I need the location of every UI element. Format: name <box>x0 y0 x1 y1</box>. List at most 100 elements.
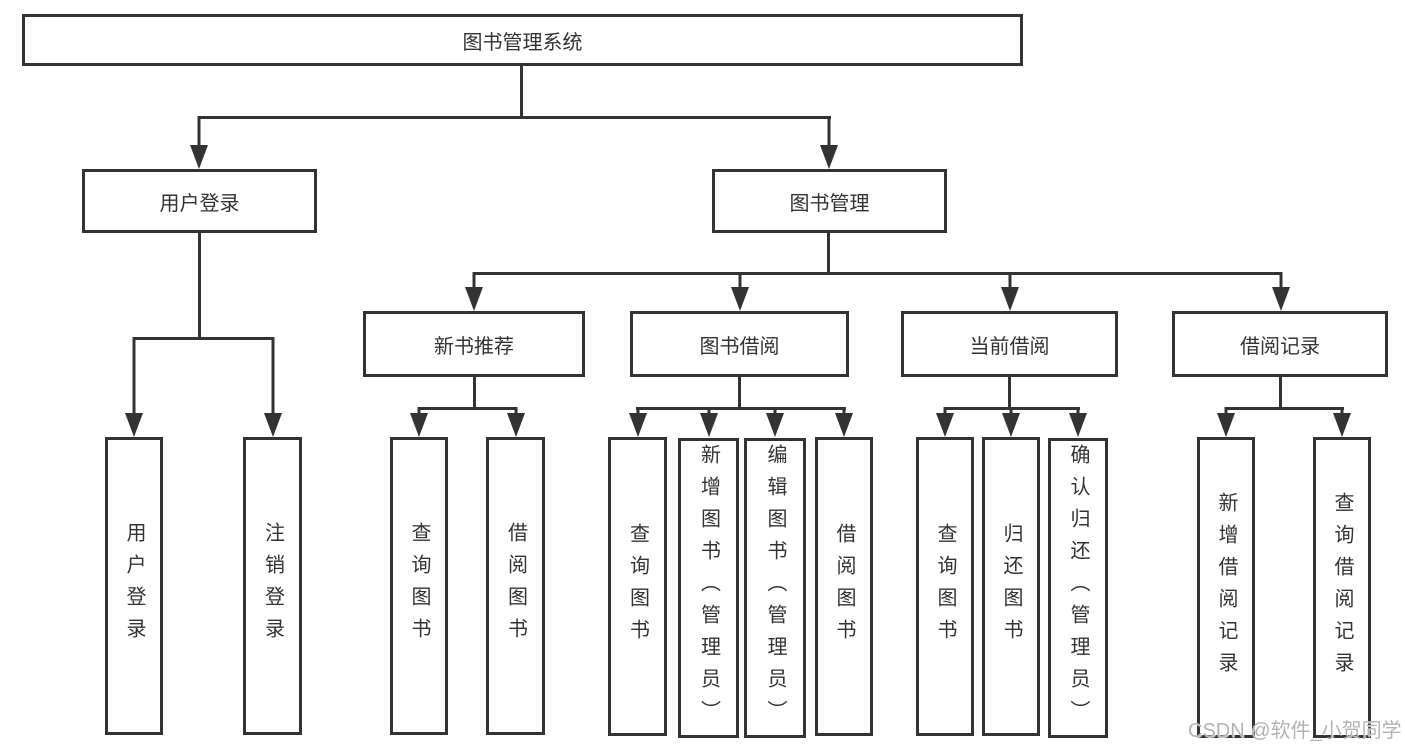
arrowhead-down-icon <box>1069 413 1087 437</box>
leaf-query-books: 查询图书 <box>608 437 667 736</box>
node-user-login: 用户登录 <box>82 169 317 233</box>
arrowhead-down-icon <box>731 287 749 311</box>
arrow-shaft <box>1008 272 1012 289</box>
arrow-shaft <box>514 407 518 415</box>
connector-branch-level2 <box>198 116 831 119</box>
arrow-shaft <box>1279 272 1283 289</box>
leaf-borrow-books: 借阅图书 <box>815 437 873 736</box>
arrowhead-down-icon <box>700 413 718 437</box>
leaf-label: 查询图书 <box>408 522 430 650</box>
arrow-down <box>125 337 143 437</box>
arrowhead-down-icon <box>936 413 954 437</box>
leaf-label: 编辑图书（管理员） <box>764 444 786 732</box>
arrowhead-down-icon <box>1001 287 1019 311</box>
arrow-shaft <box>1076 407 1080 415</box>
arrowhead-down-icon <box>820 145 838 169</box>
arrow-shaft <box>636 407 640 415</box>
csdn-watermark: CSDN @软件_小贺同学 <box>1188 720 1402 742</box>
arrow-down <box>465 272 483 311</box>
connector-book-management-stem <box>827 233 830 272</box>
arrow-down <box>766 407 784 437</box>
leaf-label: 新增图书（管理员） <box>697 444 720 732</box>
node-label: 借阅记录 <box>1240 335 1320 358</box>
arrowhead-down-icon <box>264 413 282 437</box>
arrow-shaft <box>773 407 777 415</box>
arrowhead-down-icon <box>1217 413 1235 437</box>
leaf-user-login: 用户登录 <box>105 437 163 735</box>
leaf-label: 借阅图书 <box>833 522 855 651</box>
arrow-shaft <box>738 272 742 289</box>
arrow-shaft <box>472 272 476 289</box>
connector-stem <box>1008 377 1011 407</box>
arrow-down <box>700 407 718 437</box>
leaf-label: 归还图书 <box>1000 522 1022 651</box>
leaf-add-books-admin: 新增图书（管理员） <box>678 438 739 738</box>
leaf-query-books: 查询图书 <box>390 437 448 735</box>
leaf-label: 确认归还（管理员） <box>1067 444 1089 732</box>
connector-branch-leaves <box>636 407 846 410</box>
arrow-shaft <box>1009 407 1013 415</box>
arrowhead-down-icon <box>766 413 784 437</box>
connector-branch-user-login <box>133 337 274 340</box>
leaf-query-borrow-record: 查询借阅记录 <box>1313 437 1371 738</box>
connector-stem <box>473 377 476 407</box>
arrowhead-down-icon <box>190 145 208 169</box>
node-library-management-system: 图书管理系统 <box>22 14 1023 66</box>
arrow-down <box>629 407 647 437</box>
arrowhead-down-icon <box>1272 287 1290 311</box>
arrow-down <box>1272 272 1290 311</box>
node-label: 用户登录 <box>159 192 240 215</box>
leaf-label: 查询图书 <box>626 522 649 651</box>
arrow-down <box>264 337 282 437</box>
node-label: 图书管理 <box>789 192 870 215</box>
connector-branch-leaves <box>418 407 517 410</box>
arrow-down <box>820 116 838 169</box>
arrowhead-down-icon <box>835 413 853 437</box>
connector-branch-level3 <box>473 272 1281 275</box>
arrow-down <box>1001 272 1019 311</box>
node-book-management: 图书管理 <box>712 169 947 233</box>
arrow-down <box>1002 407 1020 437</box>
arrowhead-down-icon <box>1002 413 1020 437</box>
arrow-down <box>1069 407 1087 437</box>
arrow-shaft <box>1340 407 1344 415</box>
leaf-label: 注销登录 <box>261 522 284 650</box>
arrow-down <box>835 407 853 437</box>
leaf-confirm-return-admin: 确认归还（管理员） <box>1048 438 1108 738</box>
leaf-label: 借阅图书 <box>504 522 527 650</box>
leaf-return-books: 归还图书 <box>982 437 1040 736</box>
leaf-logout: 注销登录 <box>243 437 302 735</box>
connector-branch-leaves <box>1225 407 1344 410</box>
arrowhead-down-icon <box>465 287 483 311</box>
arrow-down <box>507 407 525 437</box>
arrow-down <box>190 116 208 169</box>
leaf-borrow-books: 借阅图书 <box>486 437 545 735</box>
arrow-down <box>731 272 749 311</box>
node-borrowing-records: 借阅记录 <box>1172 311 1388 377</box>
node-new-book-recommendation: 新书推荐 <box>363 311 585 377</box>
arrow-shaft <box>842 407 846 415</box>
arrow-shaft <box>417 407 421 415</box>
node-current-borrowing: 当前借阅 <box>901 311 1118 377</box>
leaf-label: 查询借阅记录 <box>1331 491 1353 684</box>
arrow-shaft <box>943 407 947 415</box>
arrowhead-down-icon <box>629 413 647 437</box>
leaf-label: 用户登录 <box>123 522 145 650</box>
connector-stem <box>738 377 741 407</box>
leaf-edit-books-admin: 编辑图书（管理员） <box>744 438 806 738</box>
arrowhead-down-icon <box>507 413 525 437</box>
arrow-shaft <box>132 337 136 415</box>
arrowhead-down-icon <box>1333 413 1351 437</box>
arrow-down <box>1333 407 1351 437</box>
arrow-shaft <box>1224 407 1228 415</box>
arrowhead-down-icon <box>125 413 143 437</box>
node-label: 新书推荐 <box>434 335 514 358</box>
arrow-shaft <box>707 407 711 415</box>
connector-user-login-stem <box>198 233 201 337</box>
node-label: 图书管理系统 <box>462 31 583 54</box>
leaf-label: 新增借阅记录 <box>1215 491 1237 684</box>
node-label: 图书借阅 <box>699 335 780 358</box>
node-book-borrowing: 图书借阅 <box>630 311 849 377</box>
connector-stem <box>1279 377 1282 407</box>
connector-root-stem <box>520 65 523 117</box>
